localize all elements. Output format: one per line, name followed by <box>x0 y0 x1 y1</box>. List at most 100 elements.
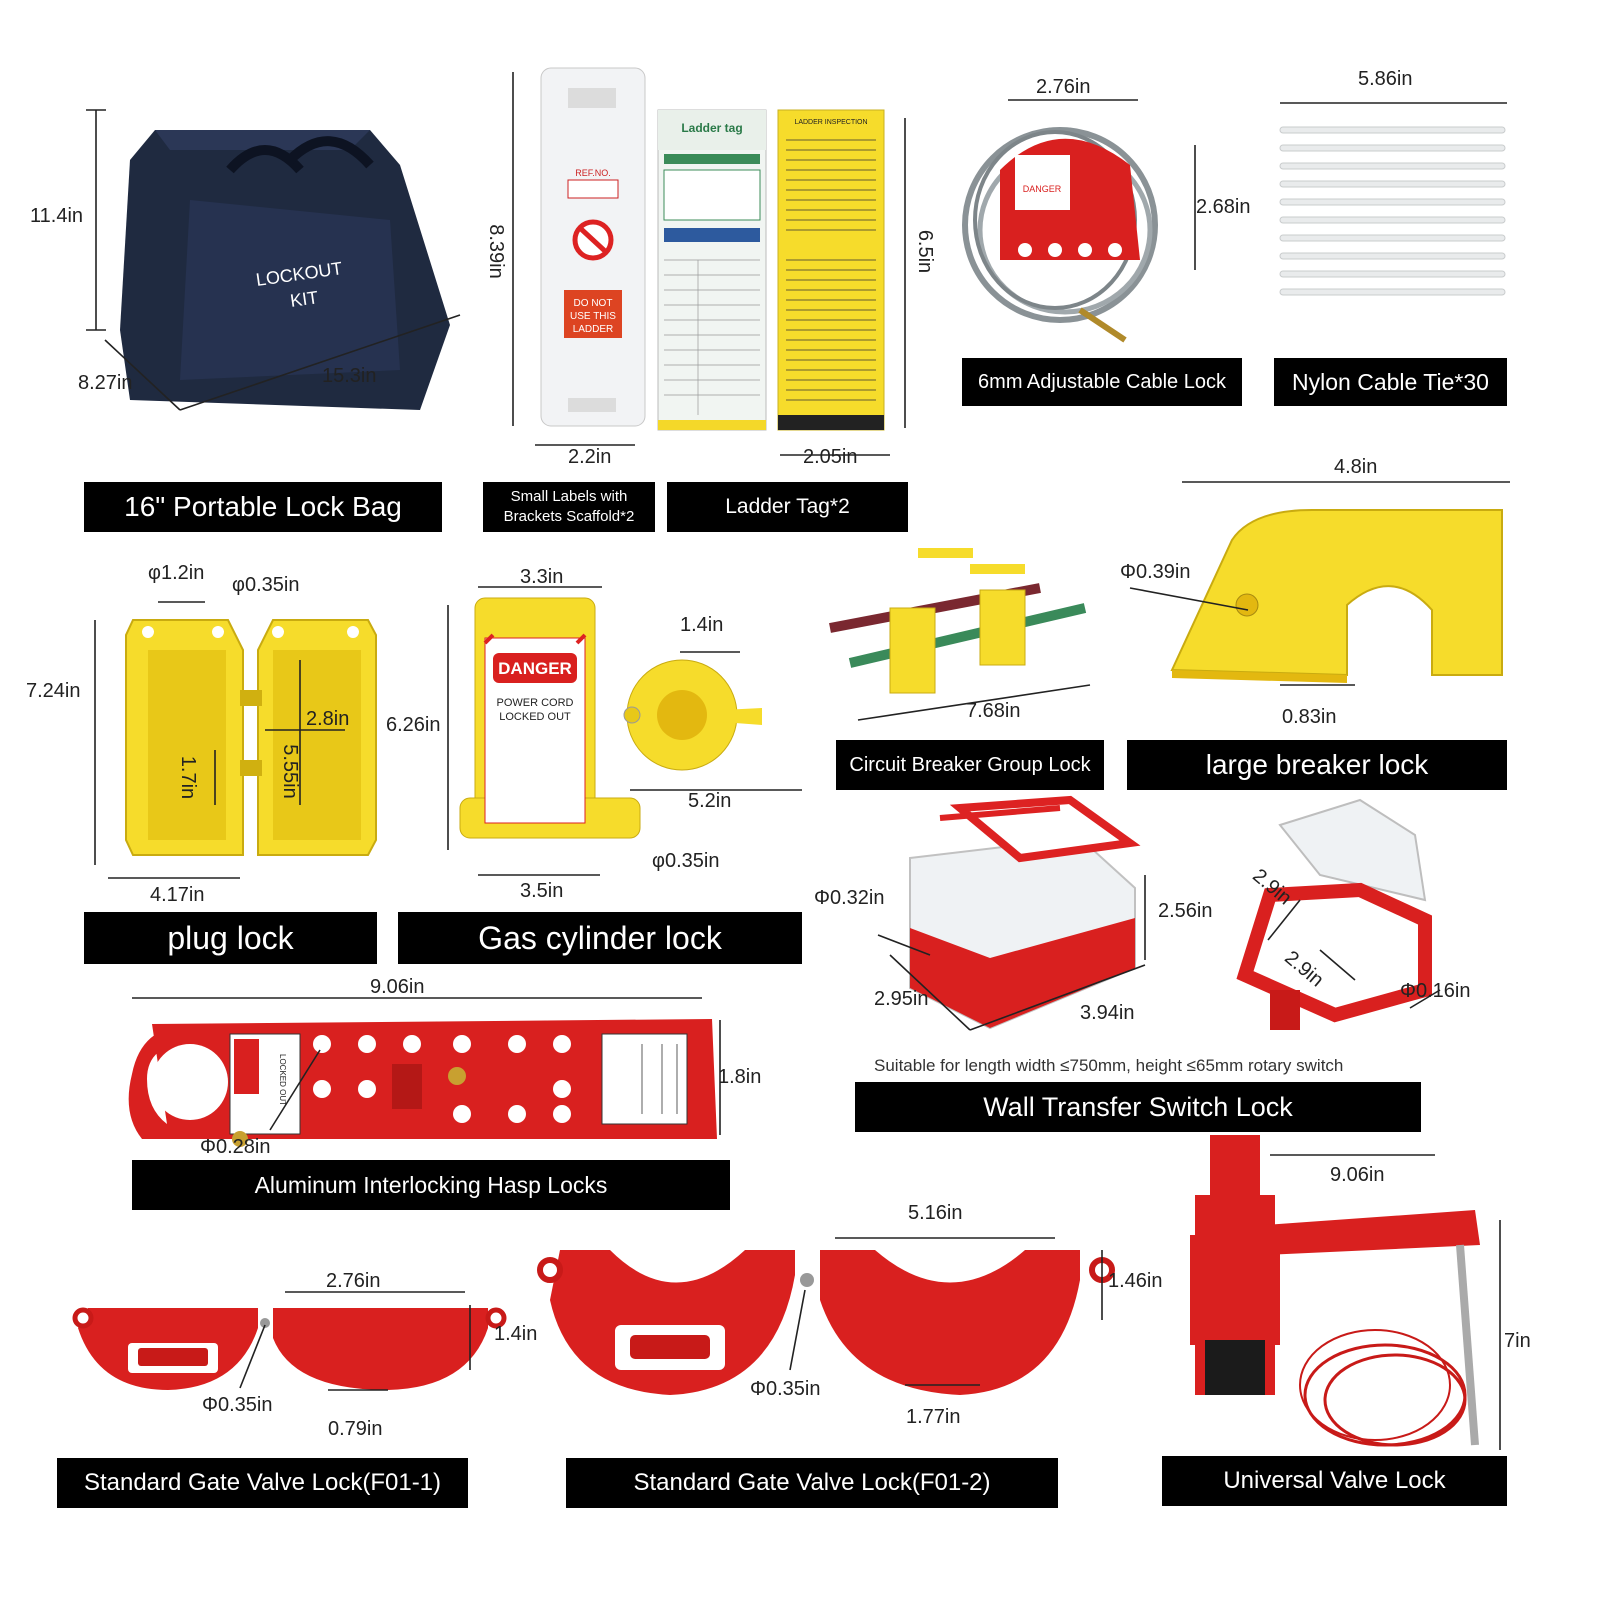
gas-lock-hole-dim: φ0.35in <box>652 850 720 872</box>
gate-f01-2-label: Standard Gate Valve Lock(F01-2) <box>566 1458 1058 1508</box>
breaker-group-image <box>829 548 1087 694</box>
gas-lock-height-dim: 6.26in <box>386 714 441 736</box>
wall-switch-hole-dim: Φ0.32in <box>814 887 885 909</box>
gate-f01-1-dimension-lines <box>239 1291 471 1391</box>
universal-valve-label: Universal Valve Lock <box>1162 1456 1507 1506</box>
gas-lock-top-dim: 3.3in <box>520 566 564 588</box>
gate-f01-1-hole-dim: Φ0.35in <box>202 1394 273 1416</box>
cable-lock-height-dim: 2.68in <box>1196 196 1251 218</box>
scaffold-ref-text: REF.NO. <box>575 168 611 178</box>
hasp-image: LOCKED OUT <box>128 1019 717 1147</box>
ladder-tag-green-image: Ladder tag <box>657 109 767 431</box>
cable-lock-label: 6mm Adjustable Cable Lock <box>962 358 1242 406</box>
hasp-hole-dim: Φ0.28in <box>200 1136 271 1158</box>
gate-f01-1-label: Standard Gate Valve Lock(F01-1) <box>57 1458 468 1508</box>
bag-label: 16" Portable Lock Bag <box>84 482 442 532</box>
gas-lock-image: DANGER POWER CORD LOCKED OUT <box>459 597 641 839</box>
hasp-height-dim: 1.8in <box>718 1066 762 1088</box>
ladder-tag-dimension-lines <box>780 118 906 456</box>
wall-switch-small-hole-dim: Φ0.16in <box>1400 980 1471 1002</box>
scaffold-label-image: REF.NO. DO NOT USE THIS LADDER <box>540 67 646 427</box>
ladder-tag-green-title: Ladder tag <box>681 121 742 135</box>
scaffold-label: Small Labels with Brackets Scaffold*2 <box>483 482 655 532</box>
svg-text:DO NOT: DO NOT <box>574 298 613 309</box>
svg-text:KIT: KIT <box>289 287 320 311</box>
universal-valve-width-dim: 9.06in <box>1330 1164 1385 1186</box>
breaker-group-width-dim: 7.68in <box>966 700 1021 722</box>
wall-switch-image <box>909 795 1141 1030</box>
large-breaker-label: large breaker lock <box>1127 740 1507 790</box>
wall-switch-depth-dim: 2.95in <box>874 988 929 1010</box>
large-breaker-slot-dim: 0.83in <box>1282 706 1337 728</box>
wall-switch-width-dim: 3.94in <box>1080 1002 1135 1024</box>
ladder-tag-height-dim: 6.5in <box>914 229 937 274</box>
hasp-locked-text: LOCKED OUT <box>278 1054 287 1106</box>
breaker-group-dimension-lines <box>857 684 1091 721</box>
bag-width-dim: 15.3in <box>322 365 377 387</box>
cable-tie-width-dim: 5.86in <box>1358 68 1413 90</box>
svg-text:LADDER: LADDER <box>573 324 614 335</box>
hasp-width-dim: 9.06in <box>370 976 425 998</box>
gas-cap-image <box>623 659 762 771</box>
plug-lock-height-dim: 7.24in <box>26 680 81 702</box>
gate-f01-2-hole-dim: Φ0.35in <box>750 1378 821 1400</box>
svg-text:POWER CORD: POWER CORD <box>497 697 574 709</box>
breaker-group-label: Circuit Breaker Group Lock <box>836 740 1104 790</box>
scaffold-dimension-lines <box>512 72 635 446</box>
cable-lock-dimension-lines <box>1008 99 1196 270</box>
cable-lock-image: DANGER <box>962 127 1158 343</box>
wall-switch-small-image <box>1236 798 1432 1030</box>
wall-switch-note: Suitable for length width ≤750mm, height… <box>874 1056 1344 1075</box>
bag-height-dim: 11.4in <box>30 205 84 227</box>
universal-valve-height-dim: 7in <box>1504 1330 1531 1352</box>
hasp-label: Aluminum Interlocking Hasp Locks <box>132 1160 730 1210</box>
cable-tie-image <box>1279 126 1506 296</box>
large-breaker-dimension-lines <box>1129 481 1510 686</box>
gate-f01-1-height-dim: 1.4in <box>494 1323 538 1345</box>
svg-text:LOCKED OUT: LOCKED OUT <box>499 711 571 723</box>
bag-dimension-lines <box>86 109 461 411</box>
gate-f01-1-width-dim: 2.76in <box>326 1270 381 1292</box>
ladder-tag-width-dim: 2.05in <box>803 446 858 468</box>
large-breaker-image <box>1170 509 1503 683</box>
cable-tie-label: Nylon Cable Tie*30 <box>1274 358 1507 406</box>
plug-lock-image <box>125 619 377 856</box>
gas-lock-dimension-lines <box>447 586 802 876</box>
plug-lock-dimension-lines <box>94 601 345 879</box>
gate-f01-2-notch-dim: 1.77in <box>906 1406 961 1428</box>
gas-lock-label: Gas cylinder lock <box>398 912 802 964</box>
plug-lock-d2-dim: φ0.35in <box>232 574 300 596</box>
plug-lock-width-dim: 4.17in <box>150 884 205 906</box>
wall-switch-small-dimension-lines <box>1267 899 1441 1009</box>
cable-lock-print: DANGER <box>1023 184 1062 194</box>
large-breaker-hole-dim: Φ0.39in <box>1120 561 1191 583</box>
gate-f01-2-width-dim: 5.16in <box>908 1202 963 1224</box>
plug-lock-slot-dim: 1.7in <box>177 755 200 800</box>
gas-lock-bottom-dim: 3.5in <box>520 880 564 902</box>
wall-switch-dimension-lines <box>877 875 1146 1031</box>
ladder-tag-label: Ladder Tag*2 <box>667 482 908 532</box>
gas-lock-cap-dim: 1.4in <box>680 614 724 636</box>
bag-depth-dim: 8.27in <box>78 372 133 394</box>
gas-lock-danger-text: DANGER <box>498 659 572 678</box>
plug-lock-label: plug lock <box>84 912 377 964</box>
scaffold-width-dim: 2.2in <box>568 446 612 468</box>
gate-f01-1-notch-dim: 0.79in <box>328 1418 383 1440</box>
wall-switch-height-dim: 2.56in <box>1158 900 1213 922</box>
gate-f01-2-image <box>537 1250 1115 1395</box>
plug-lock-inner-w-dim: 2.8in <box>306 708 350 730</box>
svg-text:USE THIS: USE THIS <box>570 311 616 322</box>
plug-lock-inner-h-dim: 5.55in <box>278 744 301 799</box>
gate-f01-2-height-dim: 1.46in <box>1108 1270 1163 1292</box>
gas-lock-span-dim: 5.2in <box>688 790 732 812</box>
plug-lock-d1-dim: φ1.2in <box>148 562 205 584</box>
large-breaker-width-dim: 4.8in <box>1334 456 1378 478</box>
universal-valve-dimension-lines <box>1270 1154 1501 1450</box>
scaffold-height-dim: 8.39in <box>484 224 507 279</box>
lock-bag-image: LOCKOUT KIT <box>120 130 450 410</box>
universal-valve-image <box>1190 1135 1480 1447</box>
gate-f01-2-dimension-lines <box>789 1237 1103 1386</box>
gate-f01-1-image <box>72 1307 507 1390</box>
ladder-tag-yellow-image: LADDER INSPECTION <box>777 109 885 431</box>
cable-tie-dimension-lines <box>1280 102 1507 104</box>
